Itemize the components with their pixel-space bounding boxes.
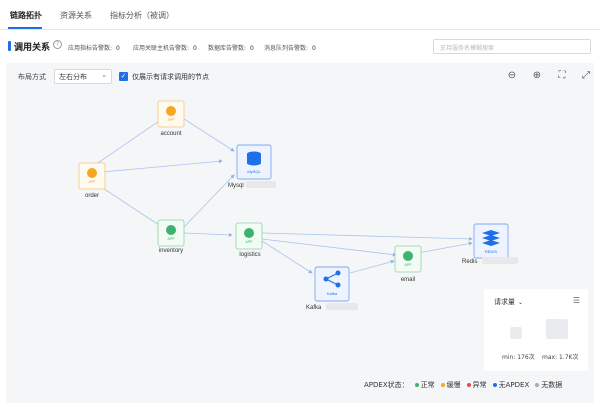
edge-logistics-kafka[interactable] xyxy=(261,240,313,274)
legend-min: min: 176次 xyxy=(502,354,535,361)
layout-select[interactable]: 左右分布 ⌄ xyxy=(54,69,112,84)
only-called-nodes-checkbox[interactable]: ✓ xyxy=(119,72,128,81)
node-label-kafka: Kafka xyxy=(306,305,322,311)
zoom-in-icon[interactable]: ⊕ xyxy=(532,70,542,81)
node-label-order: order xyxy=(85,193,99,199)
min-size-icon xyxy=(510,327,522,339)
kafka-badge: Kafka xyxy=(327,291,338,296)
edge-email-redis[interactable] xyxy=(417,241,473,254)
svg-text:APP: APP xyxy=(167,118,175,122)
node-redis[interactable]: REDIS Redis xyxy=(462,223,518,265)
dot-no-apdex xyxy=(492,382,497,387)
apdex-no-apdex: 无APDEX xyxy=(498,381,530,389)
node-label-redis: Redis xyxy=(462,259,477,265)
node-order[interactable]: APP order xyxy=(78,162,106,199)
fit-view-icon[interactable]: ⛶ xyxy=(558,70,566,81)
edge-account-mysql[interactable] xyxy=(183,118,235,152)
active-tab-indicator xyxy=(8,27,42,29)
chevron-down-icon: ⌄ xyxy=(101,71,107,79)
only-called-nodes-label: 仅展示有请求调用的节点 xyxy=(132,73,209,81)
edge-order-mysql[interactable] xyxy=(91,159,223,174)
topology-canvas[interactable]: 布局方式 左右分布 ⌄ ✓ 仅展示有请求调用的节点 ⊖ ⊕ ⛶ ⤢ xyxy=(6,63,594,403)
topology-graph: APP order APP account APP inventory APP … xyxy=(78,100,518,311)
apdex-no-data: 无数据 xyxy=(541,381,563,389)
help-icon[interactable]: ? xyxy=(53,40,62,49)
stat-mq-alerts: 消息队列告警数:0 xyxy=(264,45,316,52)
tab-resource-relation[interactable]: 资源关系 xyxy=(60,11,92,20)
tab-trace-topology[interactable]: 链路拓扑 xyxy=(10,11,42,20)
node-logistics[interactable]: APP logistics xyxy=(235,222,263,258)
svg-text:APP: APP xyxy=(245,240,253,244)
redacted-label-mysql xyxy=(246,181,276,188)
dot-slow xyxy=(440,382,445,387)
call-relation-toolbar: 调用关系 ? 应用指标告警数:0 应用关联主机告警数:0 数据库告警数:0 消息… xyxy=(0,31,600,61)
apdex-label: APDEX状态： xyxy=(364,381,409,389)
layout-label: 布局方式 xyxy=(18,73,46,81)
edge-inventory-mysql[interactable] xyxy=(183,174,235,228)
edge-order-account[interactable] xyxy=(91,118,163,168)
node-kafka[interactable]: Kafka Kafka xyxy=(306,266,358,311)
node-email[interactable]: APP email xyxy=(394,245,422,283)
dot-normal xyxy=(414,382,419,387)
layout-select-value: 左右分布 xyxy=(59,73,87,81)
edge-inventory-logistics[interactable] xyxy=(183,232,233,237)
max-size-icon xyxy=(546,319,568,339)
edge-logistics-email[interactable] xyxy=(261,238,397,257)
node-label-email: email xyxy=(401,277,415,283)
dot-error xyxy=(466,382,471,387)
node-mysql[interactable]: MySQL Mysql xyxy=(228,144,276,189)
node-label-logistics: logistics xyxy=(239,252,260,258)
size-legend-panel: 请求量⌄ ☰ min: 176次 max: 1.7K次 xyxy=(484,289,588,371)
svg-text:APP: APP xyxy=(88,180,96,184)
edges xyxy=(91,118,473,274)
legend-metric-select[interactable]: 请求量⌄ xyxy=(494,298,524,306)
node-label-inventory: inventory xyxy=(159,248,183,254)
stat-db-alerts: 数据库告警数:0 xyxy=(208,45,254,52)
section-title: 调用关系 xyxy=(14,43,51,53)
dot-no-data xyxy=(535,382,540,387)
zoom-out-icon[interactable]: ⊖ xyxy=(507,70,517,81)
mysql-badge: MySQL xyxy=(247,169,261,174)
apdex-slow: 缓慢 xyxy=(446,381,461,389)
edge-kafka-email[interactable] xyxy=(349,259,395,274)
node-inventory[interactable]: APP inventory xyxy=(157,219,185,254)
svg-text:APP: APP xyxy=(404,263,412,267)
fullscreen-icon[interactable]: ⤢ xyxy=(582,70,590,81)
redacted-label-redis xyxy=(482,257,518,264)
redacted-label-kafka xyxy=(326,303,358,310)
legend-max: max: 1.7K次 xyxy=(542,354,579,361)
settings-sliders-icon[interactable]: ☰ xyxy=(572,296,580,305)
svg-text:APP: APP xyxy=(167,237,175,241)
section-marker xyxy=(8,41,11,51)
node-label-mysql: Mysql xyxy=(228,183,244,189)
stat-app-alerts: 应用指标告警数:0 xyxy=(68,45,120,52)
node-label-account: account xyxy=(160,131,181,137)
legend-size-icons xyxy=(510,319,568,339)
apdex-error: 异常 xyxy=(472,381,487,389)
service-search-input[interactable]: 支持服务名模糊搜索 xyxy=(433,39,591,54)
apdex-legend: APDEX状态： 正常 缓慢 异常 无APDEX 无数据 xyxy=(364,380,562,390)
edge-logistics-redis[interactable] xyxy=(261,232,473,241)
tab-metric-analysis[interactable]: 指标分析（被调） xyxy=(110,11,174,20)
apdex-normal: 正常 xyxy=(420,381,435,389)
node-account[interactable]: APP account xyxy=(157,100,185,137)
redis-badge: REDIS xyxy=(485,249,498,254)
tab-bar: 链路拓扑 资源关系 指标分析（被调） xyxy=(0,0,600,30)
stat-host-alerts: 应用关联主机告警数:0 xyxy=(133,45,197,52)
